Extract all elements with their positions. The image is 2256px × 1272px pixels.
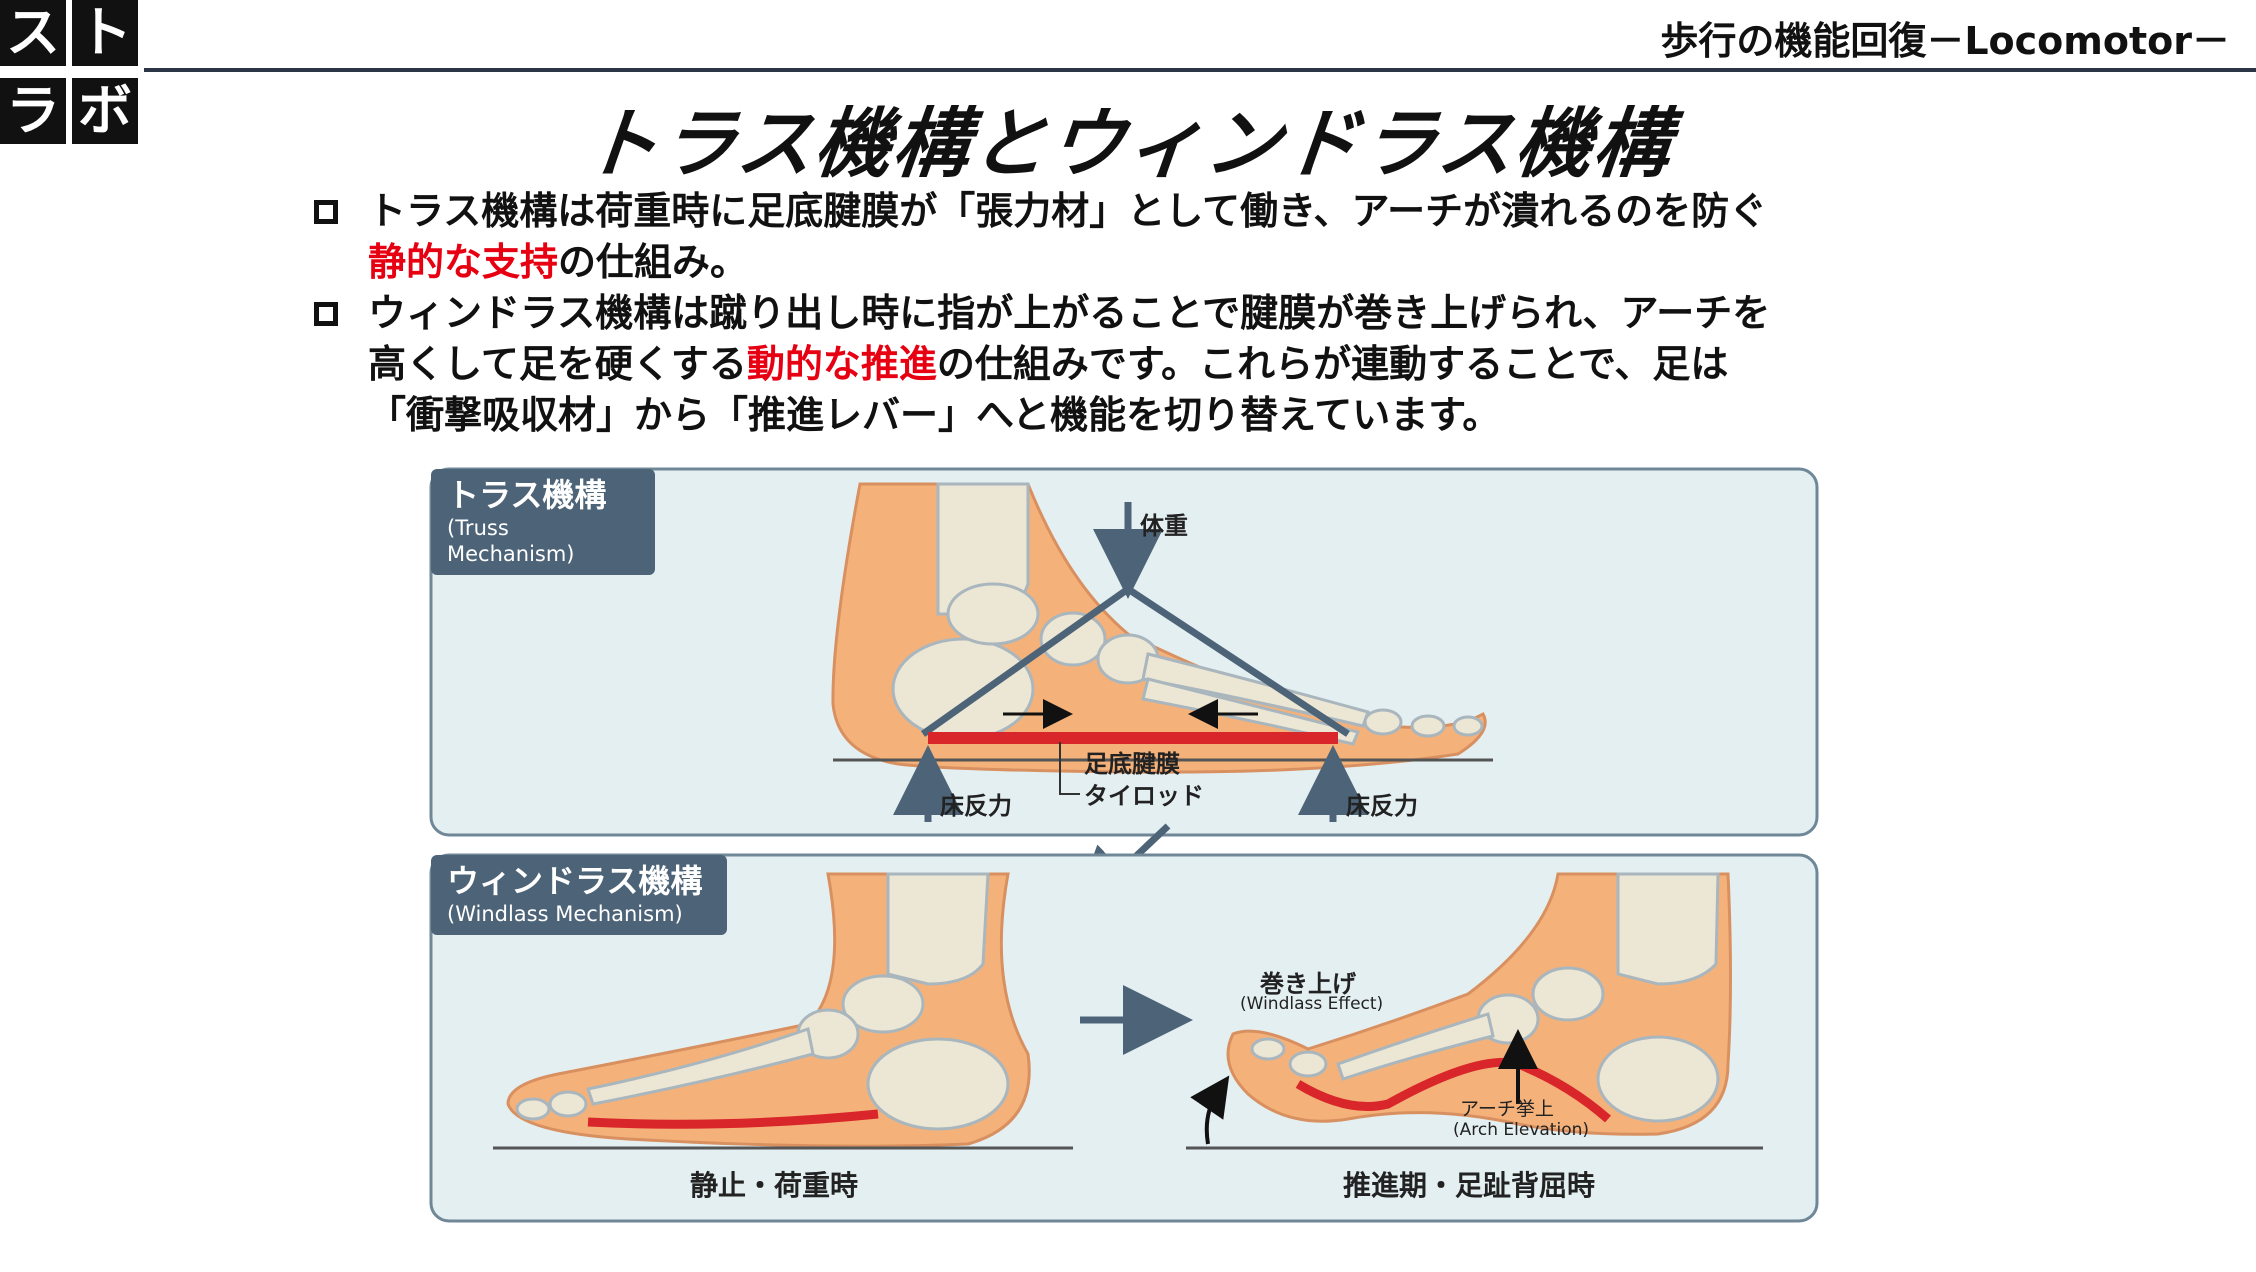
foot-mechanism-figure: トラス機構 (Truss Mechanism) 体重 足底腱膜 タイロッド 床反… bbox=[428, 464, 1828, 1226]
logo-char: ト bbox=[72, 0, 138, 66]
emphasis-text: 動的な推進 bbox=[746, 342, 937, 386]
header-subtitle: 歩行の機能回復－Locomotor－ bbox=[1660, 19, 2230, 63]
bullet-line: 「衝撃吸収材」から「推進レバー」へと機能を切り替えています。 bbox=[368, 393, 1501, 437]
emphasis-text: 静的な支持 bbox=[368, 240, 559, 284]
bullet-line: 高くして足を硬くする動的な推進の仕組みです。これらが連動することで、足は bbox=[368, 339, 1972, 390]
square-bullet-icon bbox=[314, 200, 338, 224]
toe-dorsiflexion-arrow bbox=[1190, 1075, 1230, 1145]
bullet-text: 高くして足を硬くする bbox=[368, 342, 747, 386]
truss-foot-bones bbox=[891, 482, 1484, 746]
windup-label-en: (Windlass Effect) bbox=[1240, 994, 1384, 1014]
truss-panel bbox=[429, 467, 1819, 837]
static-foot-bones bbox=[515, 872, 1010, 1131]
bullet-line: 静的な支持の仕組み。 bbox=[368, 237, 1972, 288]
propulsion-caption: 推進期・足趾背屈時 bbox=[1343, 1169, 1596, 1202]
truss-label-jp: トラス機構 bbox=[447, 476, 607, 514]
static-caption: 静止・荷重時 bbox=[690, 1169, 859, 1202]
bullet-text: の仕組み。 bbox=[558, 240, 749, 284]
windup-label: 巻き上げ bbox=[1260, 970, 1356, 998]
propulsion-plantar-fascia bbox=[1295, 1057, 1611, 1123]
windlass-label-jp: ウィンドラス機構 bbox=[447, 862, 703, 900]
weight-label: 体重 bbox=[1140, 512, 1188, 540]
arch-elevation-label: アーチ挙上 bbox=[1460, 1098, 1554, 1120]
logo: ス ト ラ ボ bbox=[0, 0, 140, 148]
windlass-panel bbox=[429, 853, 1819, 1223]
bullet-line: トラス機構は荷重時に足底腱膜が「張力材」として働き、アーチが潰れるのを防ぐ bbox=[368, 189, 1768, 233]
floor-reaction-label-right: 床反力 bbox=[1346, 792, 1418, 820]
windlass-label-en: (Windlass Mechanism) bbox=[447, 902, 683, 926]
fascia-leader-line bbox=[1059, 742, 1080, 795]
arch-elevation-label-en: (Arch Elevation) bbox=[1453, 1120, 1589, 1140]
bullet-item: トラス機構は荷重時に足底腱膜が「張力材」として働き、アーチが潰れるのを防ぐ 静的… bbox=[312, 186, 1972, 288]
bullet-list: トラス機構は荷重時に足底腱膜が「張力材」として働き、アーチが潰れるのを防ぐ 静的… bbox=[312, 186, 1972, 441]
plantar-fascia-label: 足底腱膜 bbox=[1084, 750, 1180, 778]
logo-char: ラ bbox=[0, 78, 66, 144]
truss-label-en: (Truss Mechanism) bbox=[447, 516, 575, 566]
propulsion-foot-bones bbox=[1250, 872, 1720, 1123]
square-bullet-icon bbox=[314, 302, 338, 326]
floor-reaction-label-left: 床反力 bbox=[940, 792, 1012, 820]
logo-char: ボ bbox=[72, 78, 138, 144]
logo-char: ス bbox=[0, 0, 66, 66]
figure-illustration bbox=[429, 467, 1819, 1223]
windlass-panel-label: ウィンドラス機構 (Windlass Mechanism) bbox=[431, 855, 727, 935]
bullet-line: ウィンドラス機構は蹴り出し時に指が上がることで腱膜が巻き上げられ、アーチを bbox=[368, 291, 1771, 335]
tie-rod-label: タイロッド bbox=[1084, 782, 1204, 810]
static-plantar-fascia bbox=[587, 1109, 879, 1129]
bullet-item: ウィンドラス機構は蹴り出し時に指が上がることで腱膜が巻き上げられ、アーチを 高く… bbox=[312, 288, 1972, 441]
header-divider bbox=[144, 68, 2256, 72]
truss-panel-label: トラス機構 (Truss Mechanism) bbox=[431, 469, 655, 575]
bullet-text: の仕組みです。これらが連動することで、足は bbox=[936, 342, 1729, 386]
page-title: トラス機構とウィンドラス機構 bbox=[578, 99, 1677, 188]
